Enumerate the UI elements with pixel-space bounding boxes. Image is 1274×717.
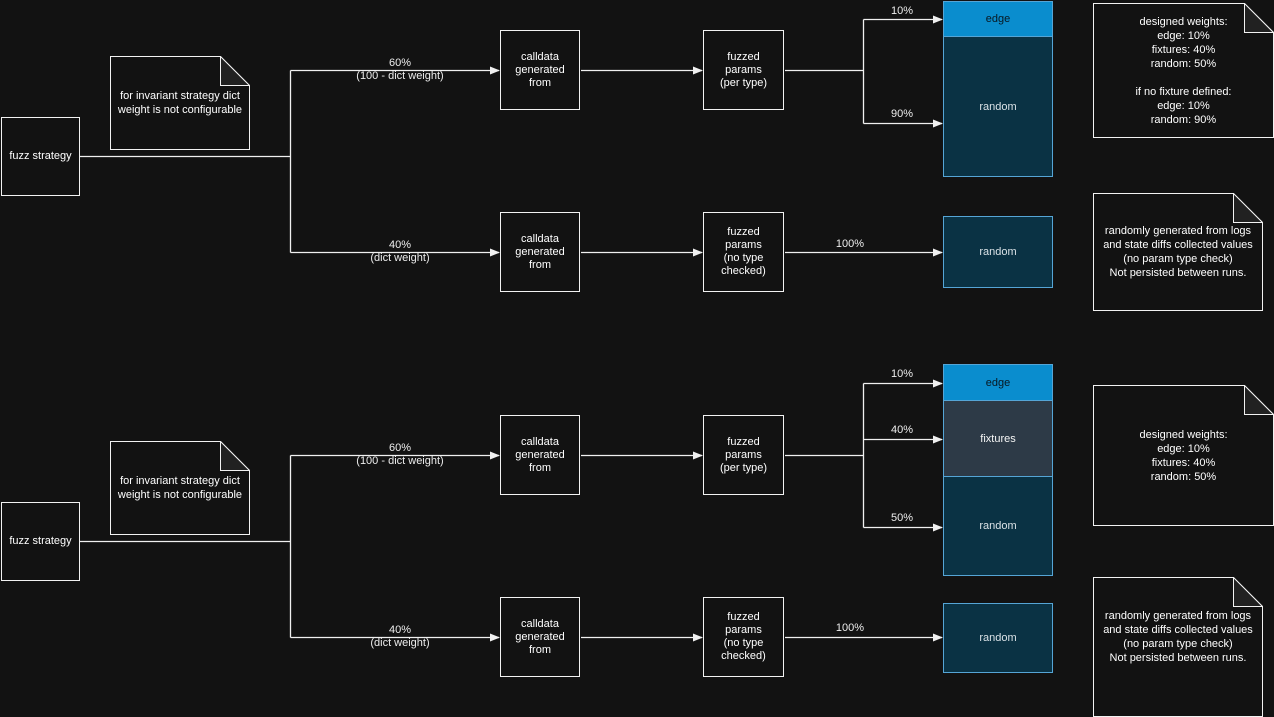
note-text: randomly generated from logs and state d… [1103,225,1253,279]
weight-label-50: 50% [890,512,914,524]
invariant-weight-note[interactable]: for invariant strategy dict weight is no… [110,56,250,150]
calldata-node[interactable]: calldata generated from [500,212,580,292]
weight-label-60: 60% (100 - dict weight) [356,57,444,82]
note-text: for invariant strategy dict weight is no… [117,90,243,116]
stack-segment-fixtures[interactable]: fixtures [944,400,1052,476]
stack-segment-edge[interactable]: edge [944,2,1052,36]
note-shape [1093,193,1263,311]
invariant-weight-note[interactable]: for invariant strategy dict weight is no… [110,441,250,535]
weight-label-40: 40% (dict weight) [370,624,430,649]
note-text: designed weights: edge: 10% fixtures: 40… [1139,428,1228,483]
fuzz-strategy-node[interactable]: fuzz strategy [1,117,80,196]
weight-stack[interactable]: edge fixtures random [943,364,1053,576]
fuzzed-params-no-type-node[interactable]: fuzzed params (no type checked) [703,597,784,677]
note-text: randomly generated from logs and state d… [1103,610,1253,664]
designed-weights-note[interactable]: designed weights: edge: 10% fixtures: 40… [1093,385,1274,526]
fuzzed-params-per-type-node[interactable]: fuzzed params (per type) [703,415,784,495]
weight-label-100: 100% [835,622,865,634]
note-text: designed weights: edge: 10% fixtures: 40… [1135,15,1232,126]
weight-label-60: 60% (100 - dict weight) [356,442,444,467]
calldata-node[interactable]: calldata generated from [500,30,580,110]
calldata-node[interactable]: calldata generated from [500,415,580,495]
weight-label-100: 100% [835,238,865,250]
stack-segment-random[interactable]: random [944,36,1052,176]
note-text: for invariant strategy dict weight is no… [117,475,243,501]
note-shape [1093,385,1274,526]
fuzzed-params-per-type-node[interactable]: fuzzed params (per type) [703,30,784,110]
random-generation-note[interactable]: randomly generated from logs and state d… [1093,577,1263,717]
weight-label-10: 10% [890,368,914,380]
weight-stack[interactable]: edge random [943,1,1053,177]
calldata-node[interactable]: calldata generated from [500,597,580,677]
designed-weights-note[interactable]: designed weights: edge: 10% fixtures: 40… [1093,3,1274,138]
note-shape [110,56,250,150]
weight-label-40: 40% (dict weight) [370,239,430,264]
random-node[interactable]: random [943,603,1053,673]
random-generation-note[interactable]: randomly generated from logs and state d… [1093,193,1263,311]
note-shape [1093,577,1263,717]
weight-label-90: 90% [890,108,914,120]
note-shape [110,441,250,535]
fuzzed-params-no-type-node[interactable]: fuzzed params (no type checked) [703,212,784,292]
stack-segment-random[interactable]: random [944,476,1052,575]
weight-label-40-stack: 40% [890,424,914,436]
random-node[interactable]: random [943,216,1053,288]
weight-label-10: 10% [890,5,914,17]
stack-segment-edge[interactable]: edge [944,365,1052,400]
fuzz-strategy-node[interactable]: fuzz strategy [1,502,80,581]
